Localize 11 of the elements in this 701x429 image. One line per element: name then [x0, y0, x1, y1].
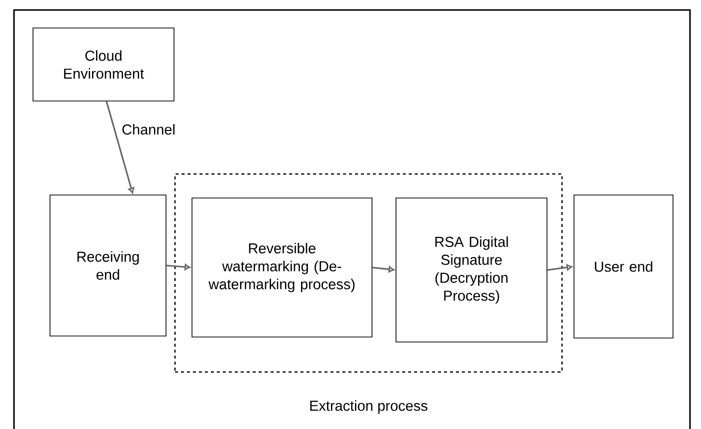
arrow	[106, 101, 134, 194]
process-box: Receiving end	[50, 194, 166, 336]
process-box: Reversible watermarking (De-watermarking process)	[192, 198, 372, 338]
edge-label: Channel	[120, 123, 176, 136]
arrow	[372, 266, 394, 272]
group-label: Extraction process	[310, 400, 428, 414]
process-box: Cloud Environment	[32, 28, 174, 102]
arrow	[166, 264, 190, 270]
arrow	[547, 264, 572, 271]
process-box: RSA Digital Signature (Decryption Process)	[396, 198, 548, 342]
process-box: User end	[574, 194, 674, 338]
